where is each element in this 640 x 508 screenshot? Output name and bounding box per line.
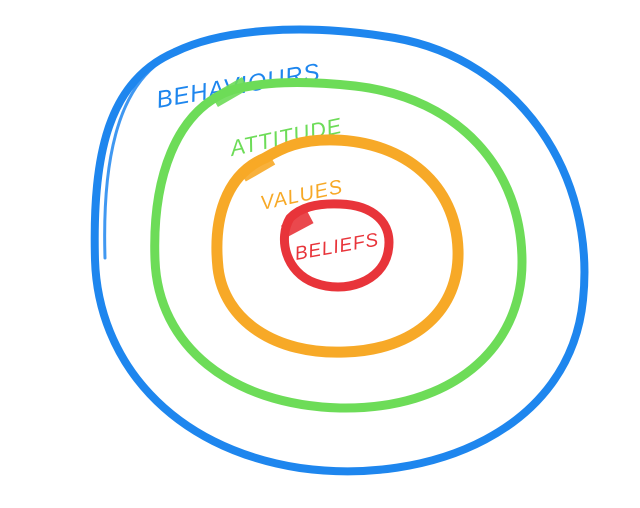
- ring-beliefs-stroke: [279, 199, 394, 292]
- ring-attitude-stroke: [150, 78, 527, 413]
- attitude-marker: [210, 76, 250, 108]
- values-marker: [238, 152, 276, 182]
- ring-values-stroke: [211, 134, 464, 358]
- label-beliefs: BELIEFS: [293, 229, 381, 264]
- ring-beliefs: BELIEFS: [279, 199, 394, 292]
- beliefs-marker: [280, 211, 314, 238]
- ring-behaviours-stroke: [90, 25, 589, 476]
